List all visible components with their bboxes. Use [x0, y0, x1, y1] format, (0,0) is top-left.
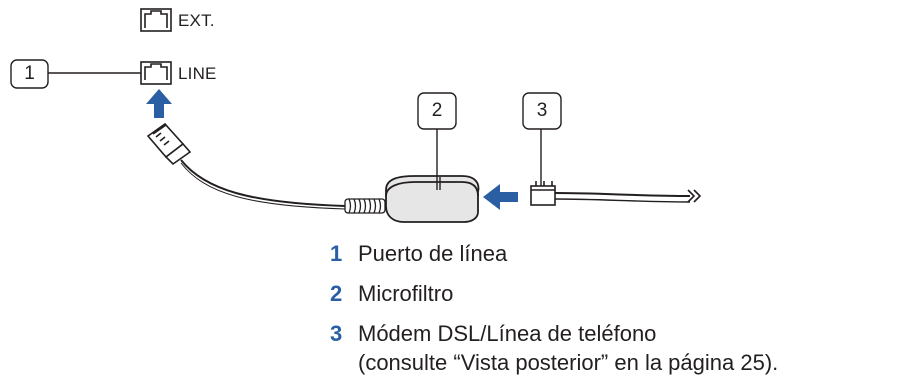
insert-arrow-up-icon: [146, 89, 172, 118]
line-port-icon: [140, 61, 172, 85]
callout-1-number: 1: [24, 63, 35, 84]
legend-item: 2 Microfiltro: [330, 281, 453, 307]
legend-text: Puerto de línea: [358, 241, 508, 266]
callout-3-box: [522, 92, 562, 130]
rj11-plug-line: [146, 122, 192, 166]
legend-item: 1 Puerto de línea: [330, 241, 507, 267]
line-port-label: LINE: [178, 64, 217, 83]
legend-note: (consulte “Vista posterior” en la página…: [358, 350, 779, 375]
cable-break-mark: [687, 189, 702, 203]
callout-1-box: [10, 59, 49, 89]
legend-item: 3 Módem DSL/Línea de teléfono: [330, 321, 656, 347]
cable-strain-relief: [344, 198, 386, 214]
ext-port-icon: [140, 8, 172, 32]
legend-number: 1: [330, 241, 343, 266]
microfilter-body: [385, 175, 480, 223]
legend-number: 3: [330, 321, 343, 346]
rj11-plug-dsl: [530, 181, 556, 206]
legend-text: Módem DSL/Línea de teléfono: [358, 321, 657, 346]
callout-2-number: 2: [431, 100, 443, 121]
dsl-cable: [554, 192, 691, 197]
insert-arrow-left-icon: [483, 184, 518, 210]
legend-text: Microfiltro: [358, 281, 454, 306]
phone-cable: [180, 159, 346, 207]
ext-port-label: EXT.: [178, 11, 215, 30]
legend-number: 2: [330, 281, 343, 306]
callout-2-box: [417, 92, 457, 130]
callout-3-number: 3: [536, 100, 548, 121]
